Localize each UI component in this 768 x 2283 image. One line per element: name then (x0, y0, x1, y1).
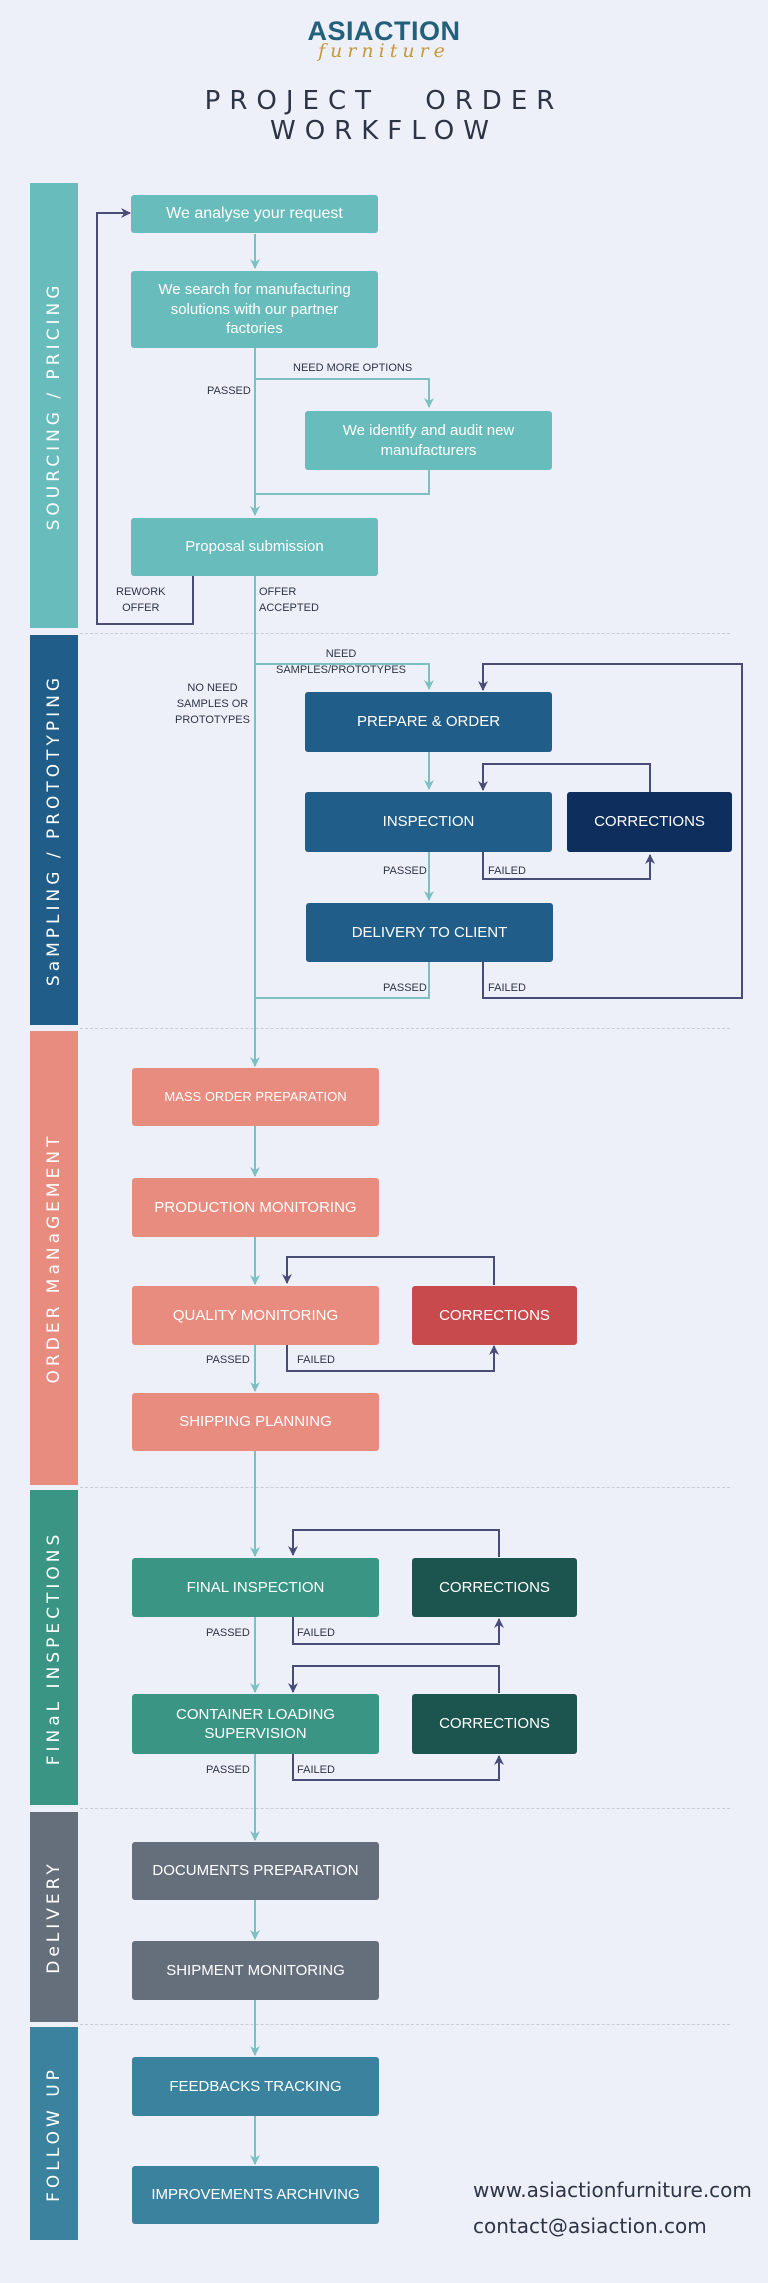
arrow-container-corrections-loop (288, 1665, 500, 1693)
step-mass-order-preparation: MASS ORDER PREPARATION (132, 1068, 379, 1126)
label-passed: PASSED (206, 1764, 250, 1776)
step-corrections-container: CORRECTIONS (412, 1694, 577, 1754)
step-inspection: INSPECTION (305, 792, 552, 852)
arrow-need-samples (255, 663, 434, 690)
label-need-more-options: NEED MORE OPTIONS (293, 362, 413, 374)
step-shipping-planning: SHIPPING PLANNING (132, 1393, 379, 1451)
arrow-inspection-failed (482, 852, 655, 880)
arrow-container-failed (292, 1754, 504, 1781)
step-identify-manufacturers: We identify and audit new manufacturers (305, 411, 552, 470)
label-passed: PASSED (383, 865, 427, 877)
stage-band-followup: FOLLOW UP (30, 2027, 78, 2240)
label-passed: PASSED (207, 385, 251, 397)
page-title-line1: PROJECT ORDER (204, 86, 564, 116)
arrow-final-failed (292, 1617, 504, 1645)
step-final-inspection: FINAL INSPECTION (132, 1558, 379, 1617)
step-documents-preparation: DOCUMENTS PREPARATION (132, 1842, 379, 1900)
stage-divider (80, 1487, 730, 1488)
stage-band-sourcing: SOURCING / PRICING (30, 183, 78, 628)
arrow-delivery-failed (478, 663, 743, 999)
step-corrections-sampling: CORRECTIONS (567, 792, 732, 852)
step-quality-monitoring: QUALITY MONITORING (132, 1286, 379, 1345)
arrow-quality-failed (286, 1345, 499, 1372)
logo-subtitle: furniture (318, 40, 450, 62)
label-passed: PASSED (206, 1627, 250, 1639)
label-failed: FAILED (297, 1764, 335, 1776)
contact-email[interactable]: contact@asiaction.com (473, 2214, 707, 2238)
stage-band-order: ORDER MaNaGEMENT (30, 1031, 78, 1485)
stage-band-sampling: SaMPLING / PROTOTYPING (30, 635, 78, 1025)
label-failed: FAILED (297, 1627, 335, 1639)
stage-divider (80, 1808, 730, 1809)
step-shipment-monitoring: SHIPMENT MONITORING (132, 1941, 379, 2000)
contact-website[interactable]: www.asiactionfurniture.com (473, 2178, 752, 2202)
arrow-final-corrections-loop (288, 1529, 500, 1557)
stage-divider (80, 633, 730, 634)
arrow-need-more-options (255, 378, 434, 408)
page-title-line2: WORKFLOW (270, 116, 498, 146)
logo-wordmark: ASIACTION (307, 16, 461, 46)
stage-band-delivery: DeLIVERY (30, 1812, 78, 2022)
step-proposal-submission: Proposal submission (131, 518, 378, 576)
step-prepare-order: PREPARE & ORDER (305, 692, 552, 752)
step-corrections-final: CORRECTIONS (412, 1558, 577, 1617)
arrow-corrections-loop (478, 763, 651, 793)
arrow-rework-offer (96, 208, 194, 625)
arrow-quality-corrections-loop (282, 1256, 495, 1285)
stage-band-final: FINaL INSPECTIONS (30, 1490, 78, 1805)
step-container-loading: CONTAINER LOADING SUPERVISION (132, 1694, 379, 1754)
arrow-identify-return (255, 470, 430, 495)
label-passed: PASSED (206, 1354, 250, 1366)
label-failed: FAILED (488, 865, 526, 877)
step-analyse-request: We analyse your request (131, 195, 378, 233)
label-failed: FAILED (297, 1354, 335, 1366)
stage-divider (80, 2024, 730, 2025)
step-improvements-archiving: IMPROVEMENTS ARCHIVING (132, 2166, 379, 2224)
step-feedbacks-tracking: FEEDBACKS TRACKING (132, 2057, 379, 2116)
arrow-delivery-passed (255, 962, 430, 999)
step-corrections-quality: CORRECTIONS (412, 1286, 577, 1345)
step-delivery-to-client: DELIVERY TO CLIENT (306, 903, 553, 962)
step-production-monitoring: PRODUCTION MONITORING (132, 1178, 379, 1237)
stage-divider (80, 1028, 730, 1029)
label-failed: FAILED (488, 982, 526, 994)
label-passed: PASSED (383, 982, 427, 994)
step-search-solutions: We search for manufacturing solutions wi… (131, 271, 378, 348)
